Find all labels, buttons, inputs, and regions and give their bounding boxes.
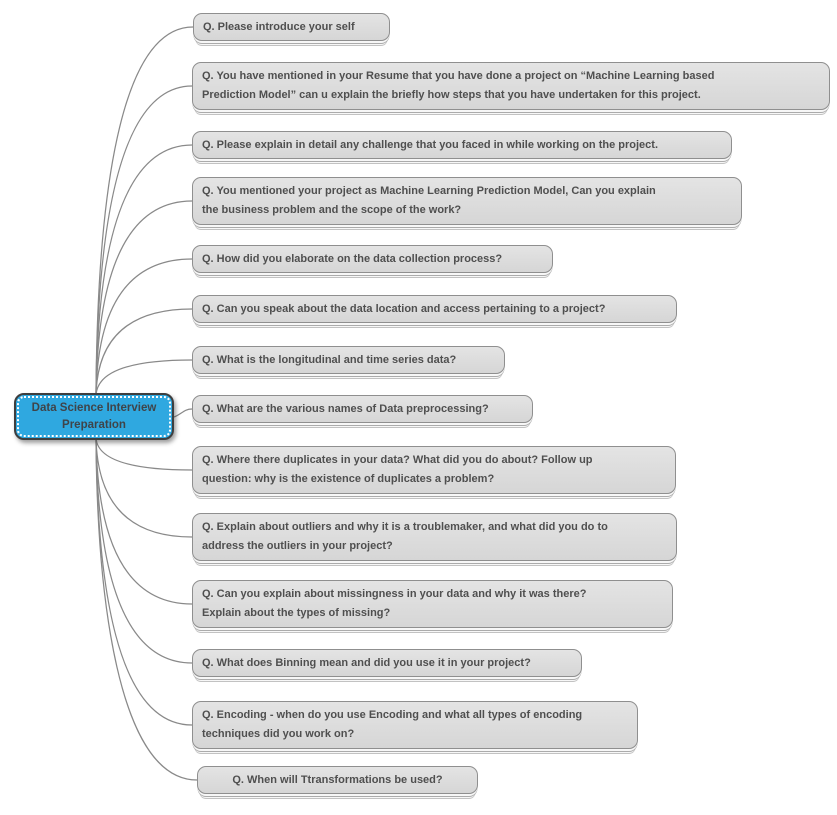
connector-line — [95, 200, 193, 396]
question-node-12[interactable]: Q. What does Binning mean and did you us… — [192, 649, 582, 677]
connector-line — [95, 437, 198, 781]
question-node-label: Q. When will Ttransformations be used? — [232, 773, 443, 786]
question-node-1[interactable]: Q. Please introduce your self — [193, 13, 390, 41]
question-node-4[interactable]: Q. You mentioned your project as Machine… — [192, 177, 742, 225]
question-node-label: Q. What are the various names of Data pr… — [202, 402, 489, 415]
question-node-8[interactable]: Q. What are the various names of Data pr… — [192, 395, 533, 423]
question-node-9[interactable]: Q. Where there duplicates in your data? … — [192, 446, 676, 494]
question-node-2[interactable]: Q. You have mentioned in your Resume tha… — [192, 62, 830, 110]
root-node-data-science-interview-preparation[interactable]: Data Science Interview Preparation — [14, 393, 174, 440]
connector-line — [95, 26, 194, 396]
question-node-label: Q. How did you elaborate on the data col… — [202, 252, 503, 265]
question-node-10[interactable]: Q. Explain about outliers and why it is … — [192, 513, 677, 561]
question-node-7[interactable]: Q. What is the longitudinal and time ser… — [192, 346, 505, 374]
connector-line — [95, 359, 193, 396]
question-node-6[interactable]: Q. Can you speak about the data location… — [192, 295, 677, 323]
connector-line — [95, 437, 193, 664]
question-node-14[interactable]: Q. When will Ttransformations be used? — [197, 766, 478, 794]
connector-line — [95, 437, 193, 538]
connector-line — [95, 258, 193, 396]
question-node-3[interactable]: Q. Please explain in detail any challeng… — [192, 131, 732, 159]
connector-line — [95, 85, 193, 396]
connector-line — [95, 437, 193, 471]
question-node-label: Q. Can you explain about missingness in … — [202, 588, 587, 619]
question-node-label: Q. You have mentioned in your Resume tha… — [202, 70, 715, 101]
question-node-label: Q. What is the longitudinal and time ser… — [202, 353, 457, 366]
connector-line — [95, 144, 193, 396]
root-node-label: Data Science Interview Preparation — [31, 401, 157, 431]
question-node-label: Q. Encoding - when do you use Encoding a… — [202, 709, 583, 740]
connector-line — [95, 308, 193, 396]
connector-line — [95, 437, 193, 605]
question-node-label: Q. You mentioned your project as Machine… — [202, 185, 656, 216]
connector-line — [173, 408, 193, 418]
question-node-label: Q. Please explain in detail any challeng… — [202, 138, 658, 151]
question-node-label: Q. Explain about outliers and why it is … — [202, 521, 608, 552]
question-node-13[interactable]: Q. Encoding - when do you use Encoding a… — [192, 701, 638, 749]
question-node-5[interactable]: Q. How did you elaborate on the data col… — [192, 245, 553, 273]
question-node-label: Q. Can you speak about the data location… — [202, 302, 606, 315]
connector-line — [95, 437, 193, 726]
question-node-11[interactable]: Q. Can you explain about missingness in … — [192, 580, 673, 628]
question-node-label: Q. What does Binning mean and did you us… — [202, 656, 531, 669]
question-node-label: Q. Where there duplicates in your data? … — [202, 454, 593, 485]
question-node-label: Q. Please introduce your self — [203, 20, 355, 33]
